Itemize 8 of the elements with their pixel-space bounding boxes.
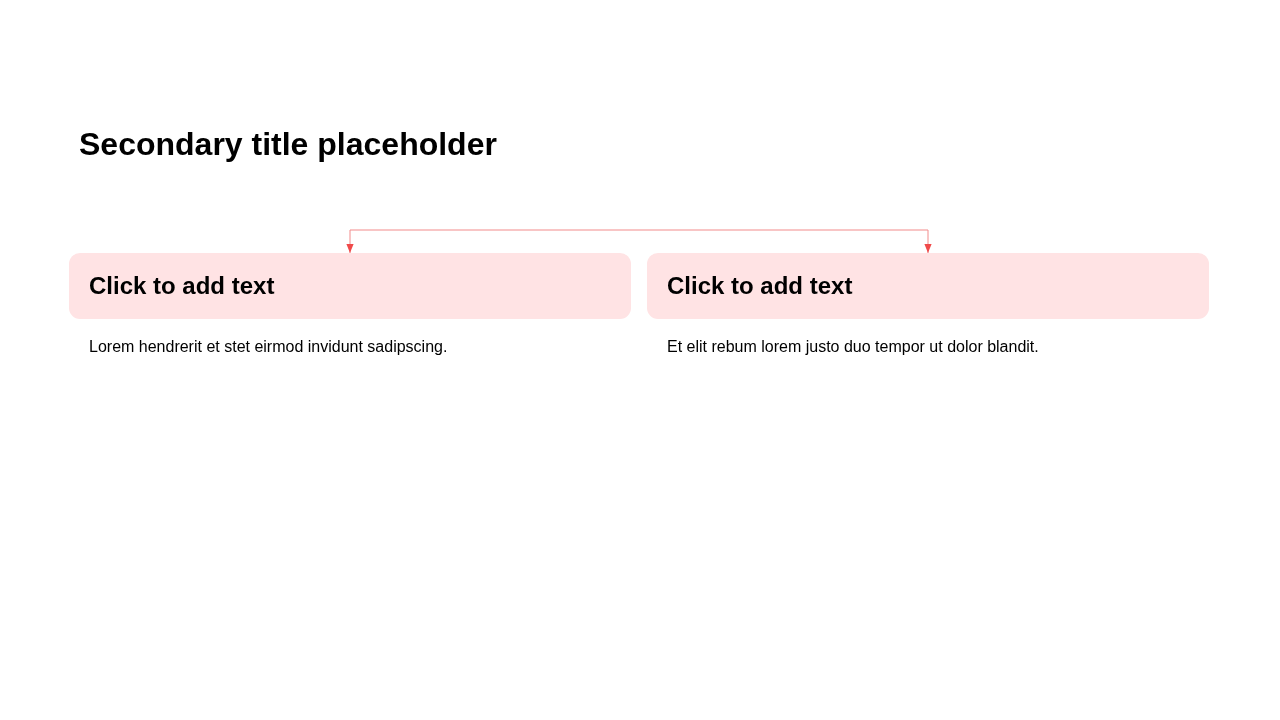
card-heading: Click to add text (89, 271, 276, 301)
card-description: Et elit rebum lorem justo duo tempor ut dolor blandit. (667, 337, 1039, 357)
card-description: Lorem hendrerit et stet eirmod invidunt sadipscing. (89, 337, 448, 357)
connector-arrow (346, 229, 932, 254)
card-heading: Click to add text (667, 271, 854, 301)
text-card (69, 253, 631, 319)
text-card (647, 253, 1209, 319)
slide-title: Secondary title placeholder (79, 125, 497, 163)
